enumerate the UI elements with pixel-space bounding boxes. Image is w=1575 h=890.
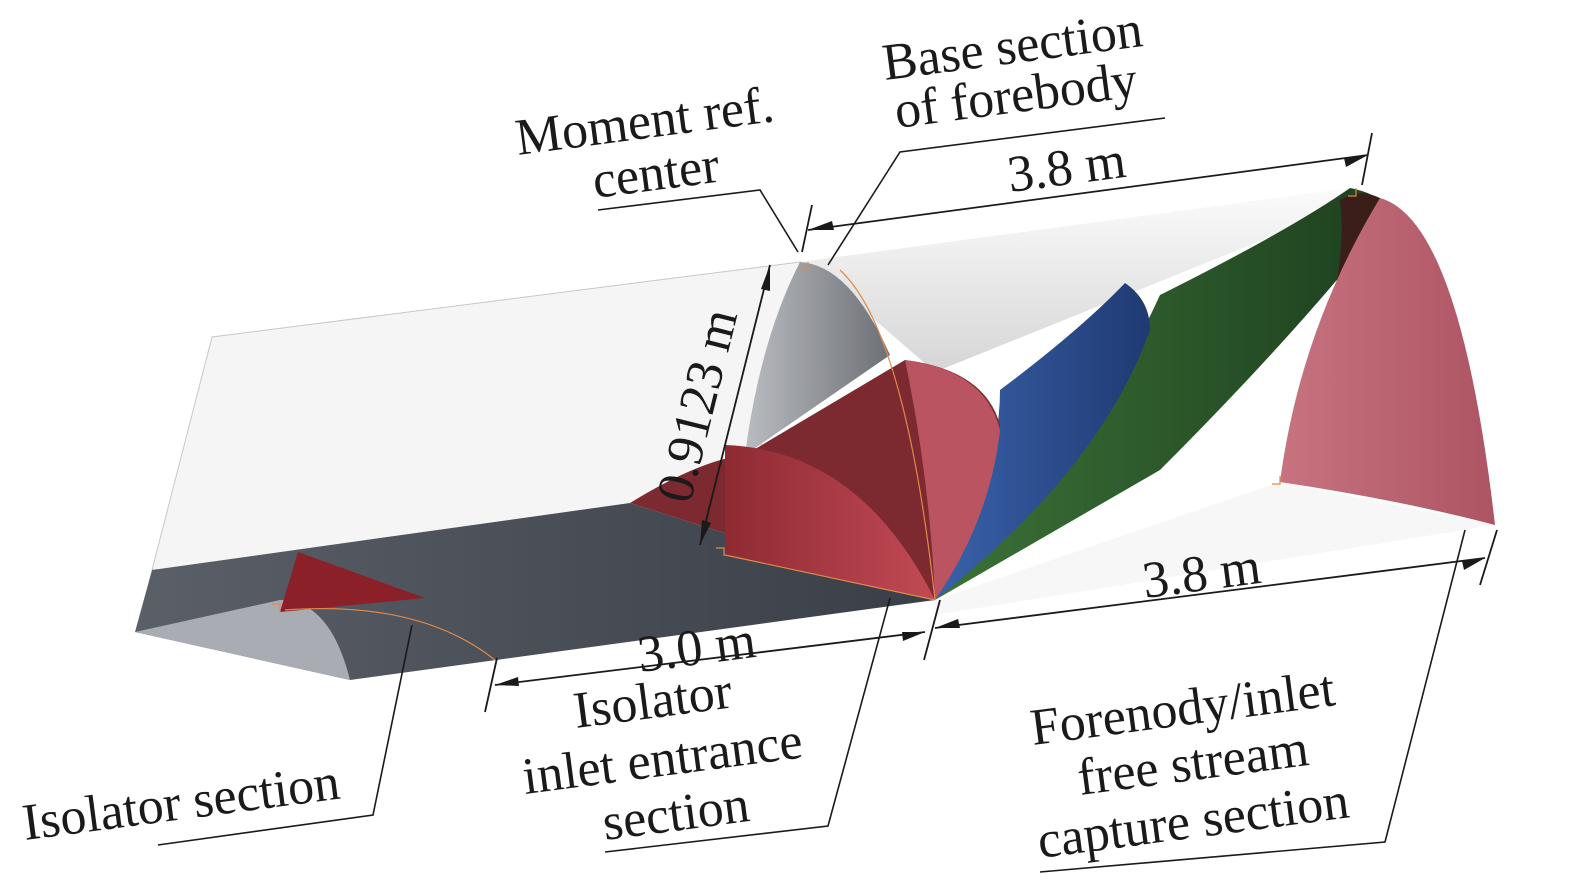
label-isolator-section: Isolator section [19,754,343,852]
leader-isolator-section [157,624,413,846]
isolator-inlet-red [725,445,935,600]
blue-surface [935,283,1150,600]
box-right-floor [935,482,1495,615]
green-surface [935,188,1390,600]
construction-edges [272,188,1357,661]
leader-lines [157,117,1466,873]
red-overlay [905,360,1000,600]
forebody-grey-wedge [745,262,890,455]
forebody-surfaces [280,188,1495,612]
leader-moment-ref [597,189,799,253]
dim-top-length: 3.8 m [1004,132,1129,204]
isolator-red-triangle [280,552,425,612]
leader-isolator-inlet [604,597,891,853]
isolator-lower-grey [135,600,350,680]
leader-base-section [827,117,1166,266]
leader-capture-section [1039,529,1466,873]
box-top-face [800,188,1372,372]
dimension-lines [484,132,1498,713]
capture-section-pink [1280,198,1495,525]
